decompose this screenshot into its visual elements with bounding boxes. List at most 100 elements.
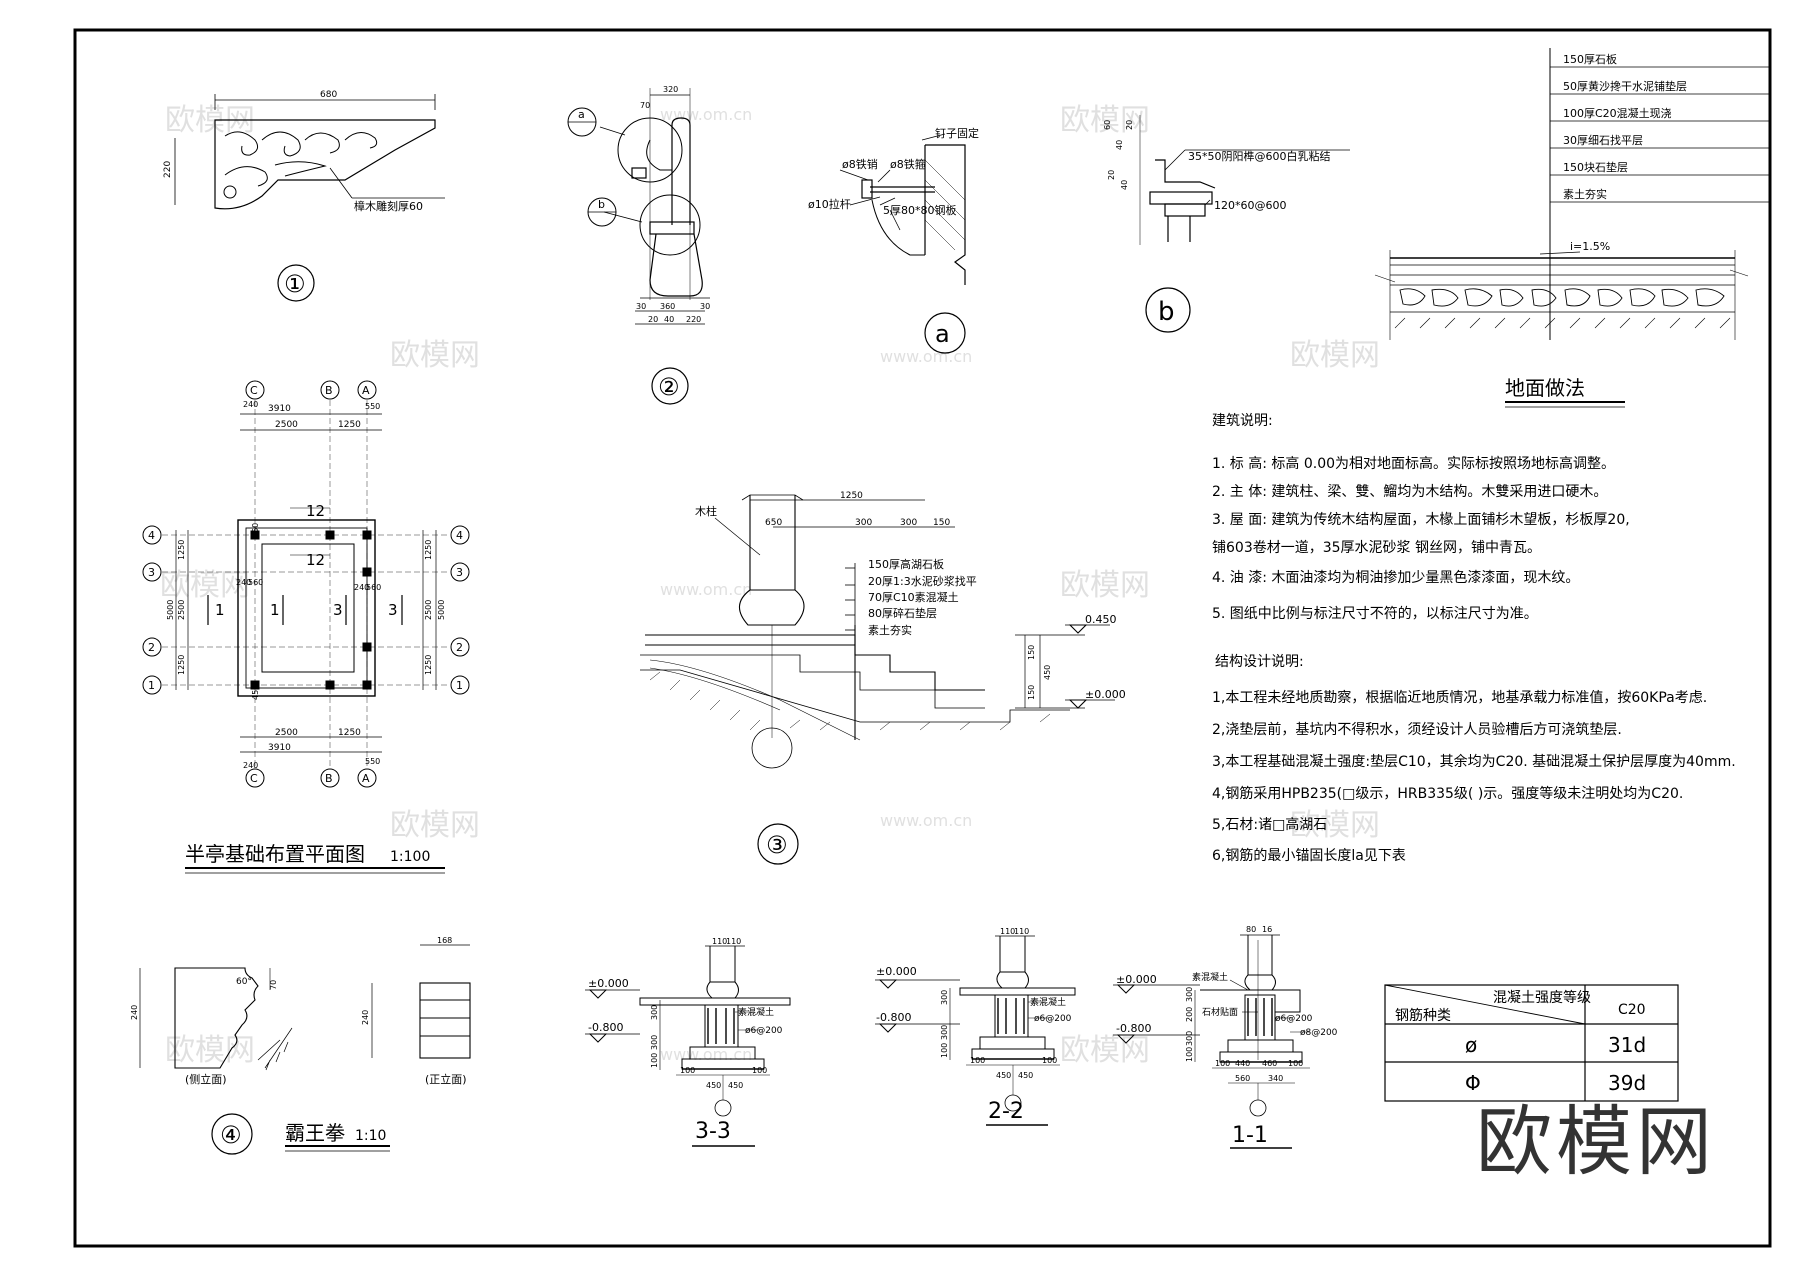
svg-text:±0.000: ±0.000: [1116, 973, 1157, 986]
svg-text:70: 70: [269, 980, 278, 990]
ground-section: 150厚石板 50厚黄沙搀干水泥铺垫层 100厚C20混凝土现浇 30厚细石找平…: [1374, 48, 1770, 408]
svg-text:3,本工程基础混凝土强度:垫层C10，其余均为C20. 基础: 3,本工程基础混凝土强度:垫层C10，其余均为C20. 基础混凝土保护层厚度为4…: [1212, 753, 1736, 770]
svg-text:440: 440: [1235, 1059, 1250, 1068]
svg-text:300: 300: [1185, 987, 1194, 1002]
d4-number: ④: [220, 1121, 242, 1149]
section-3-3: 110 110 ±0.000 -0.800 300 300 100 素混凝土 ø…: [585, 937, 791, 1147]
svg-text:2500: 2500: [275, 728, 298, 738]
svg-text:5,石材:诸□高湖石: 5,石材:诸□高湖石: [1212, 816, 1327, 833]
svg-text:100: 100: [1185, 1047, 1194, 1062]
svg-text:70: 70: [640, 101, 650, 110]
svg-text:-0.800: -0.800: [588, 1021, 623, 1034]
svg-text:100: 100: [1288, 1059, 1303, 1068]
svg-text:铺603卷材一道，35厚水泥砂浆 钢丝网，铺中青瓦。: 铺603卷材一道，35厚水泥砂浆 钢丝网，铺中青瓦。: [1212, 540, 1541, 556]
svg-text:35*50阴阳榫@600白乳粘结: 35*50阴阳榫@600白乳粘结: [1188, 149, 1331, 163]
svg-text:240: 240: [243, 761, 258, 770]
svg-text:素土夯实: 素土夯实: [1563, 187, 1607, 201]
svg-text:ø6@200: ø6@200: [1034, 1014, 1072, 1024]
svg-text:2: 2: [148, 641, 155, 654]
svg-text:150厚石板: 150厚石板: [1563, 52, 1617, 66]
svg-text:3910: 3910: [268, 404, 291, 414]
table-grade: C20: [1618, 1002, 1646, 1018]
svg-text:B: B: [325, 772, 333, 785]
svg-text:B: B: [325, 384, 333, 397]
svg-text:360: 360: [660, 302, 675, 311]
svg-text:3: 3: [333, 601, 343, 619]
svg-text:150: 150: [1027, 685, 1036, 700]
svg-text:2500: 2500: [177, 600, 186, 620]
svg-text:220: 220: [686, 315, 701, 324]
svg-text:欧模网: 欧模网: [165, 1033, 255, 1068]
svg-text:ø6@200: ø6@200: [745, 1026, 783, 1036]
d4-title: 霸王拳: [285, 1121, 345, 1145]
svg-text:3: 3: [388, 601, 398, 619]
svg-text:2500: 2500: [424, 600, 433, 620]
svg-text:www.om.cn: www.om.cn: [880, 347, 972, 366]
svg-text:450: 450: [728, 1081, 743, 1090]
d3-number: ③: [766, 831, 788, 859]
svg-text:3: 3: [148, 566, 155, 579]
arch-heading: 建筑说明:: [1212, 413, 1273, 429]
svg-text:ø8铁销: ø8铁销: [842, 157, 878, 171]
svg-text:168: 168: [437, 936, 452, 945]
d1-note: 樟木雕刻厚60: [354, 199, 423, 213]
svg-text:1. 标 高: 标高 0.00为相对地面标高。实际: 1. 标 高: 标高 0.00为相对地面标高。实际标按照场地标高调整。: [1212, 455, 1615, 472]
anchorage-table: 混凝土强度等级 钢筋种类 C20 ø 31d Φ 39d: [1384, 984, 1679, 1102]
svg-text:1250: 1250: [338, 728, 361, 738]
ground-slope: i=1.5%: [1570, 240, 1610, 253]
svg-text:300: 300: [900, 518, 917, 528]
detail-a-joint: 钉子固定 ø8铁销 ø8铁箍 ø10拉杆 5厚80*80钢板 a: [808, 126, 979, 354]
svg-text:2. 主 体: 建筑柱、梁、雙、鰡均为木结构。木雙采用进: 2. 主 体: 建筑柱、梁、雙、鰡均为木结构。木雙采用进口硬木。: [1212, 484, 1607, 500]
svg-text:-0.800: -0.800: [876, 1011, 911, 1024]
svg-text:素混凝土: 素混凝土: [1192, 971, 1228, 983]
svg-text:560: 560: [1235, 1074, 1250, 1083]
svg-text:ø10拉杆: ø10拉杆: [808, 197, 851, 211]
table-header-left: 钢筋种类: [1395, 1007, 1451, 1024]
section-2-2-label: 2-2: [988, 1099, 1024, 1124]
svg-text:12: 12: [306, 551, 325, 569]
ground-title: 地面做法: [1505, 376, 1585, 400]
svg-text:3910: 3910: [268, 743, 291, 753]
svg-text:欧模网: 欧模网: [1290, 338, 1380, 373]
svg-text:1250: 1250: [424, 540, 433, 560]
svg-text:2500: 2500: [275, 420, 298, 430]
svg-text:5厚80*80钢板: 5厚80*80钢板: [883, 203, 957, 217]
svg-text:20: 20: [648, 315, 658, 324]
svg-text:ø8铁箍: ø8铁箍: [890, 157, 926, 171]
svg-text:110: 110: [1014, 927, 1029, 936]
svg-text:40: 40: [1120, 180, 1129, 190]
d1-height: 220: [163, 161, 173, 178]
svg-text:欧模网: 欧模网: [390, 808, 480, 843]
svg-text:6,钢筋的最小锚固长度la见下表: 6,钢筋的最小锚固长度la见下表: [1212, 847, 1406, 864]
svg-text:300: 300: [855, 518, 872, 528]
svg-text:C: C: [250, 772, 258, 785]
svg-text:www.om.cn: www.om.cn: [660, 1045, 752, 1064]
svg-text:5. 图纸中比例与标注尺寸不符的，以标注尺寸为准。: 5. 图纸中比例与标注尺寸不符的，以标注尺寸为准。: [1212, 606, 1538, 622]
svg-text:450: 450: [251, 685, 260, 700]
svg-text:450: 450: [706, 1081, 721, 1090]
svg-text:www.om.cn: www.om.cn: [880, 811, 972, 830]
svg-text:50厚黄沙搀干水泥铺垫层: 50厚黄沙搀干水泥铺垫层: [1563, 79, 1687, 93]
svg-text:1: 1: [215, 601, 225, 619]
svg-text:A: A: [362, 384, 370, 397]
detail-b-joint: 60 40 20 20 40 35*50阴阳榫@600白乳粘结 120*60@6…: [1103, 115, 1350, 333]
svg-text:100: 100: [1215, 1059, 1230, 1068]
svg-text:300: 300: [650, 1005, 659, 1020]
svg-text:550: 550: [365, 402, 380, 411]
svg-text:石材贴面: 石材贴面: [1202, 1006, 1238, 1018]
svg-text:b: b: [598, 198, 605, 211]
svg-text:欧模网: 欧模网: [160, 568, 250, 603]
svg-text:欧模网: 欧模网: [1290, 808, 1380, 843]
svg-text:70厚C10素混凝土: 70厚C10素混凝土: [868, 590, 959, 604]
svg-text:(侧立面): (侧立面): [185, 1072, 227, 1086]
svg-text:100: 100: [1042, 1056, 1057, 1065]
svg-text:150: 150: [1027, 645, 1036, 660]
svg-text:20厚1:3水泥砂浆找平: 20厚1:3水泥砂浆找平: [868, 574, 977, 588]
svg-text:5000: 5000: [437, 600, 446, 620]
svg-text:4: 4: [456, 529, 463, 542]
svg-text:ø: ø: [1465, 1033, 1477, 1057]
svg-text:0.450: 0.450: [1085, 613, 1117, 626]
svg-text:450: 450: [1018, 1071, 1033, 1080]
svg-text:ø8@200: ø8@200: [1300, 1028, 1338, 1038]
svg-text:110: 110: [1000, 927, 1015, 936]
